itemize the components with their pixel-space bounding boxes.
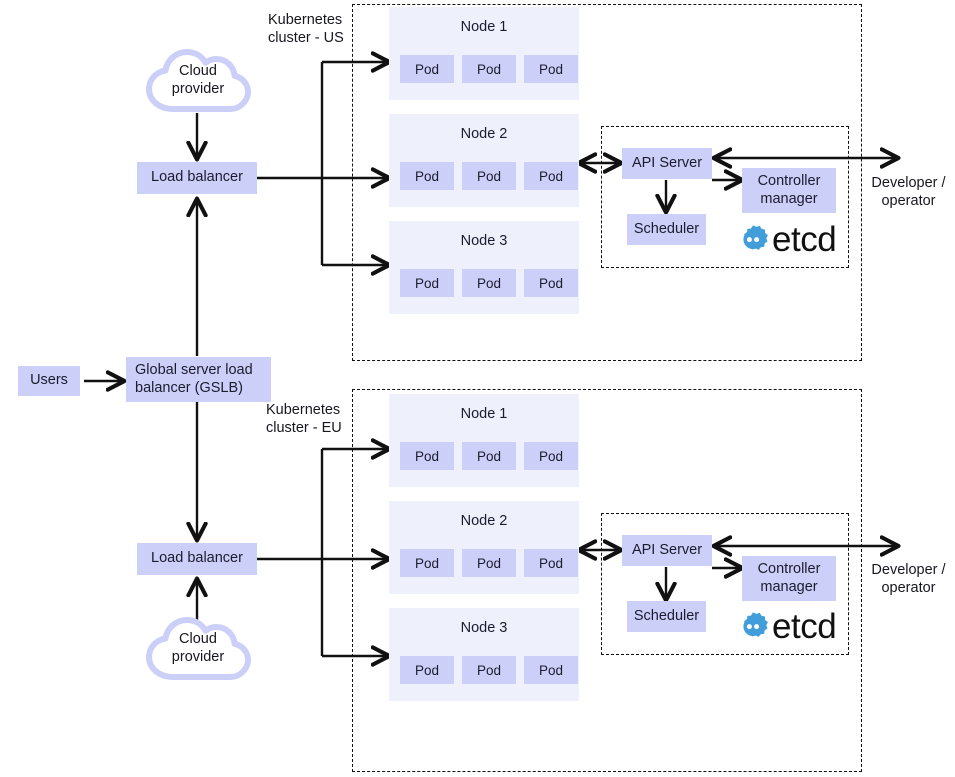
node-title: Node 3 xyxy=(460,620,508,636)
pod[interactable]: Pod xyxy=(524,549,578,577)
pod[interactable]: Pod xyxy=(524,269,578,297)
node-title: Node 1 xyxy=(460,406,508,422)
node-us-1: Node 1 Pod Pod Pod xyxy=(389,7,579,100)
cloud-provider-label: Cloud provider xyxy=(171,62,225,97)
pod[interactable]: Pod xyxy=(524,162,578,190)
cloud-icon xyxy=(146,49,251,112)
users-box[interactable]: Users xyxy=(18,366,80,396)
cluster-caption-eu: Kubernetes cluster - EU xyxy=(266,402,342,437)
load-balancer-label: Load balancer xyxy=(151,550,243,567)
pod[interactable]: Pod xyxy=(400,55,454,83)
pod[interactable]: Pod xyxy=(400,656,454,684)
etcd-logo-us: etcd xyxy=(736,220,837,259)
developer-operator-eu: Developer / operator xyxy=(871,562,946,597)
load-balancer-label: Load balancer xyxy=(151,169,243,186)
etcd-logo-eu: etcd xyxy=(736,607,837,646)
etcd-label: etcd xyxy=(772,607,837,646)
cloud-icon xyxy=(146,617,251,680)
node-title: Node 2 xyxy=(460,513,508,529)
node-eu-2: Node 2 Pod Pod Pod xyxy=(389,501,579,594)
controller-manager-eu[interactable]: Controller manager xyxy=(742,556,836,601)
etcd-label: etcd xyxy=(772,220,837,259)
api-server-label: API Server xyxy=(631,541,703,558)
pod[interactable]: Pod xyxy=(462,55,516,83)
node-title: Node 1 xyxy=(460,19,508,35)
node-title: Node 2 xyxy=(460,126,508,142)
api-server-label: API Server xyxy=(631,154,703,171)
cluster-frame-eu xyxy=(352,389,862,772)
cluster-caption-us: Kubernetes cluster - US xyxy=(268,12,344,47)
api-server-us[interactable]: API Server xyxy=(622,148,712,179)
pod[interactable]: Pod xyxy=(400,549,454,577)
control-plane-frame-us xyxy=(601,126,849,268)
controller-manager-us[interactable]: Controller manager xyxy=(742,168,836,213)
cluster-frame-us xyxy=(352,4,862,361)
developer-operator-us: Developer / operator xyxy=(871,175,946,210)
pod[interactable]: Pod xyxy=(400,442,454,470)
pod[interactable]: Pod xyxy=(524,55,578,83)
load-balancer-eu[interactable]: Load balancer xyxy=(137,543,257,575)
cloud-provider-us: Cloud provider xyxy=(143,47,253,113)
pod[interactable]: Pod xyxy=(524,442,578,470)
node-us-3: Node 3 Pod Pod Pod xyxy=(389,221,579,314)
controller-manager-label: Controller manager xyxy=(757,172,821,207)
control-plane-frame-eu xyxy=(601,513,849,655)
cloud-provider-label: Cloud provider xyxy=(171,630,225,665)
pod[interactable]: Pod xyxy=(524,656,578,684)
controller-manager-label: Controller manager xyxy=(757,560,821,595)
gslb-label: Global server load balancer (GSLB) xyxy=(135,361,253,396)
etcd-gear-icon xyxy=(743,224,768,250)
pod[interactable]: Pod xyxy=(400,162,454,190)
scheduler-label: Scheduler xyxy=(633,607,700,624)
scheduler-eu[interactable]: Scheduler xyxy=(627,601,706,632)
users-label: Users xyxy=(30,372,68,389)
gslb-box[interactable]: Global server load balancer (GSLB) xyxy=(126,357,271,402)
node-title: Node 3 xyxy=(460,233,508,249)
pod[interactable]: Pod xyxy=(462,442,516,470)
pod[interactable]: Pod xyxy=(462,269,516,297)
scheduler-label: Scheduler xyxy=(633,220,700,237)
api-server-eu[interactable]: API Server xyxy=(622,535,712,566)
scheduler-us[interactable]: Scheduler xyxy=(627,214,706,245)
cloud-provider-eu: Cloud provider xyxy=(143,615,253,681)
load-balancer-us[interactable]: Load balancer xyxy=(137,162,257,194)
node-eu-1: Node 1 Pod Pod Pod xyxy=(389,394,579,487)
pod[interactable]: Pod xyxy=(462,549,516,577)
pod[interactable]: Pod xyxy=(400,269,454,297)
node-eu-3: Node 3 Pod Pod Pod xyxy=(389,608,579,701)
pod[interactable]: Pod xyxy=(462,656,516,684)
node-us-2: Node 2 Pod Pod Pod xyxy=(389,114,579,207)
pod[interactable]: Pod xyxy=(462,162,516,190)
etcd-gear-icon xyxy=(743,611,768,637)
